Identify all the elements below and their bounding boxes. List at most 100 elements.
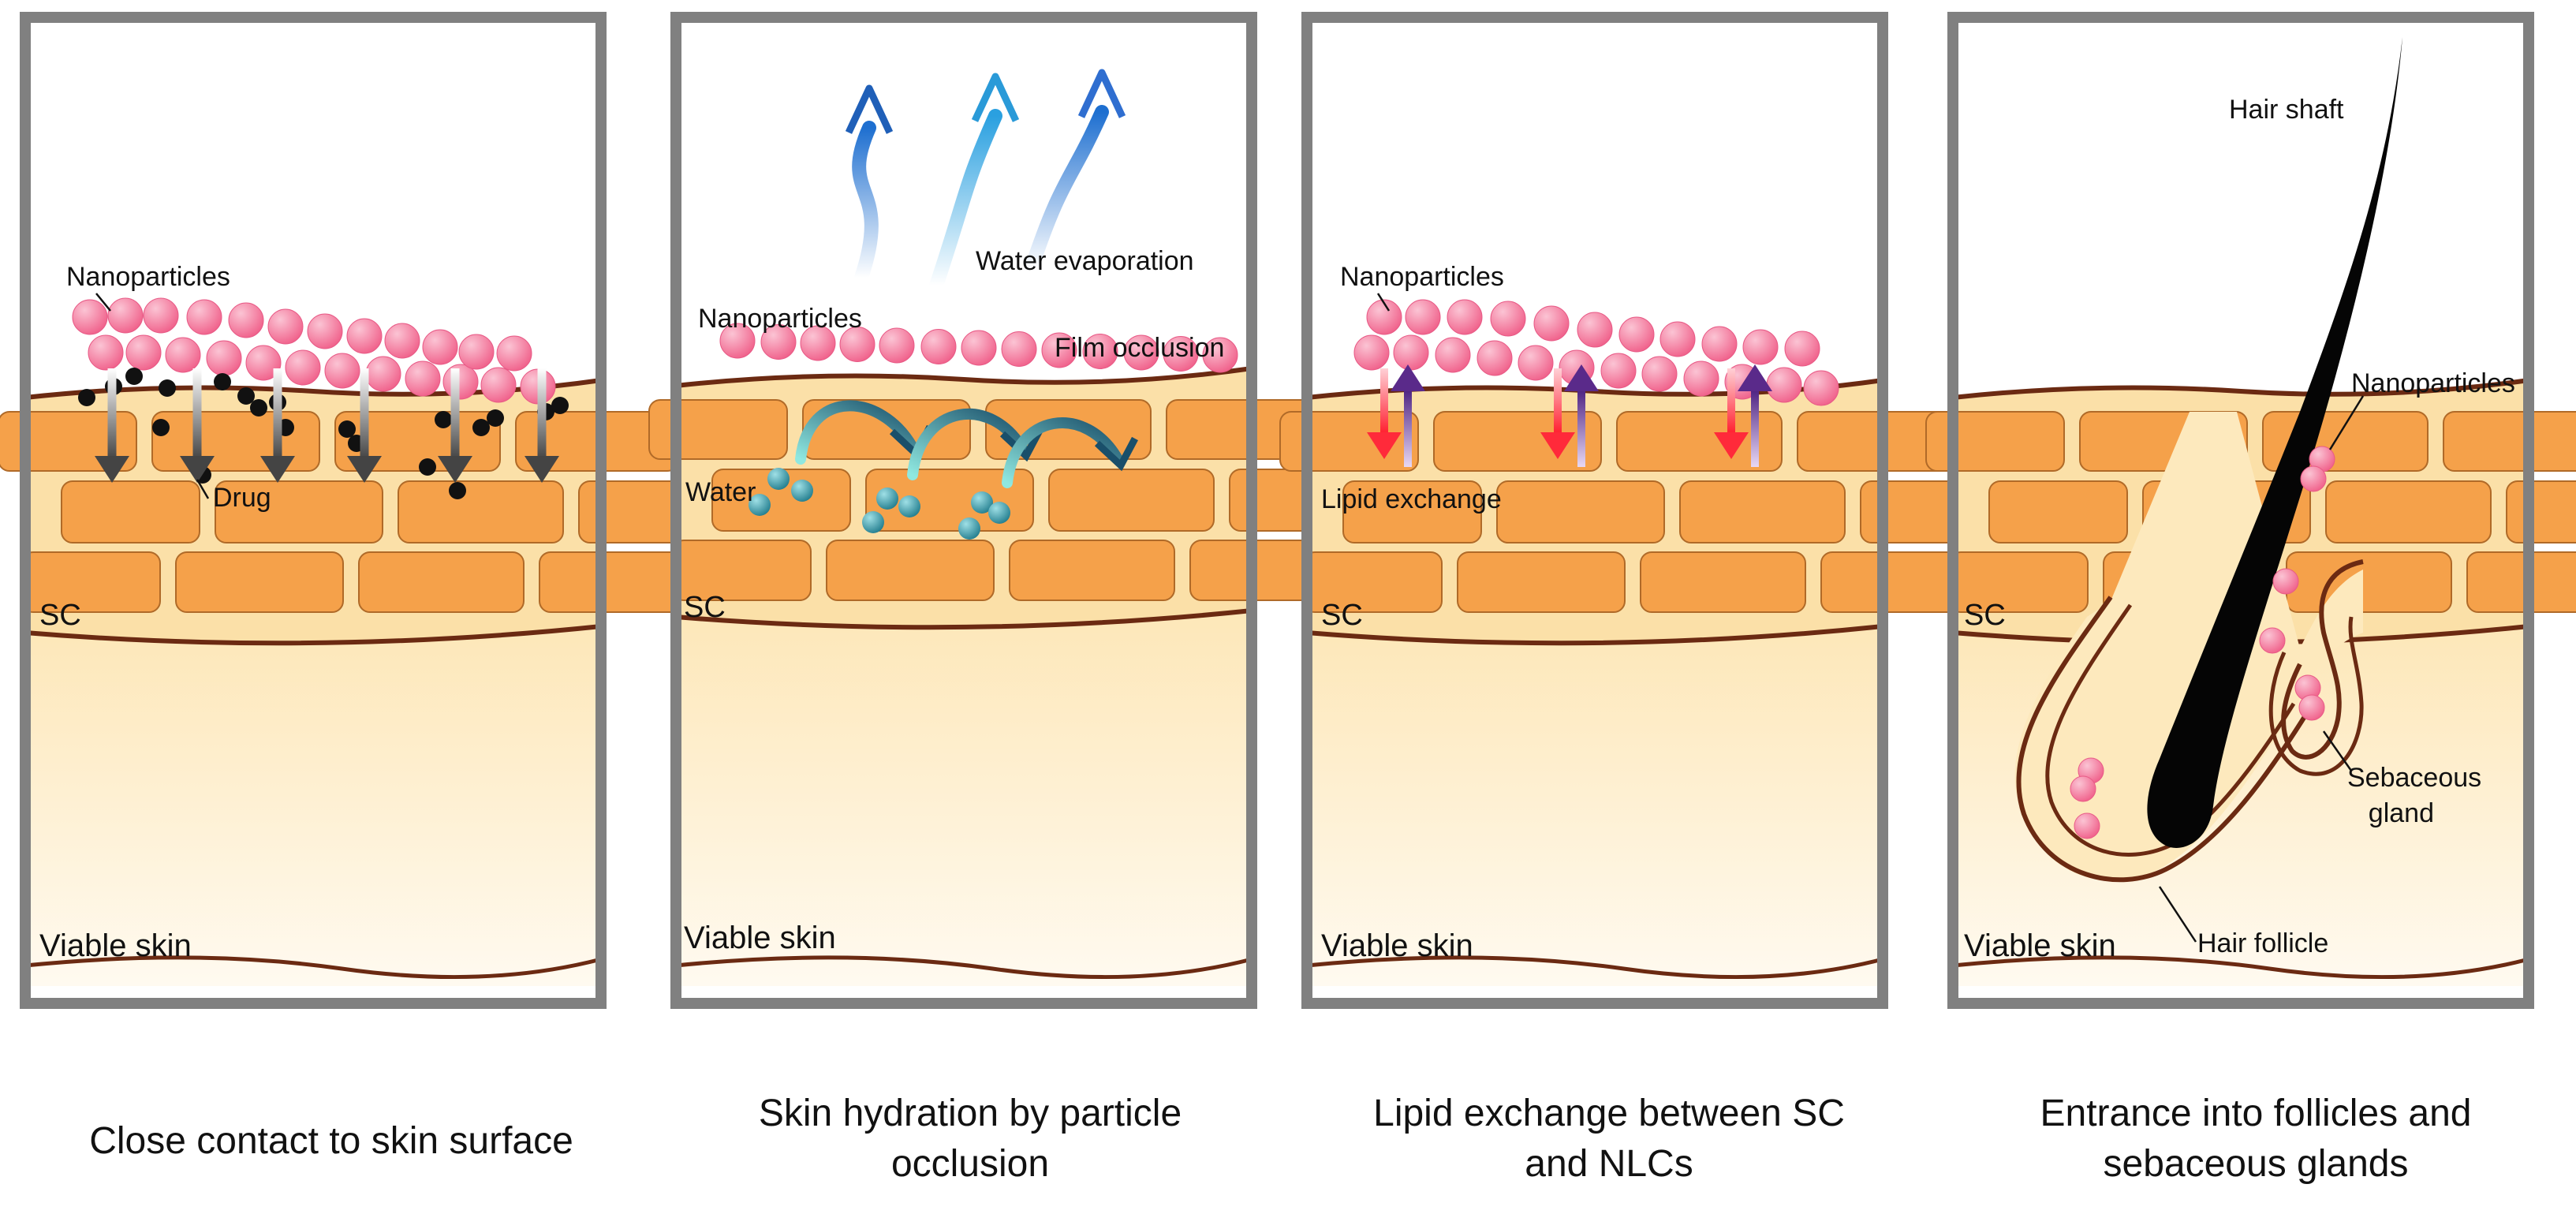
nanoparticle	[879, 327, 915, 364]
drug-molecule	[435, 411, 452, 428]
nanoparticle	[1742, 329, 1779, 365]
drug-molecule	[472, 419, 490, 436]
nanoparticle	[1683, 360, 1719, 397]
corneocyte-cell	[1457, 551, 1626, 613]
viable-skin-label: Viable skin	[1321, 928, 1473, 963]
arrow-shaft	[1727, 368, 1735, 435]
arrow-head	[347, 456, 382, 483]
nanoparticle	[496, 335, 532, 372]
nanoparticle	[346, 318, 383, 354]
arrow-shaft	[273, 368, 282, 459]
nanoparticle	[1366, 299, 1402, 335]
sc-label: SC	[1964, 599, 2006, 632]
leader-line	[2158, 886, 2197, 943]
evaporation-arrow	[929, 109, 1002, 293]
water-label: Water	[685, 477, 756, 507]
corneocyte-cell	[175, 551, 344, 613]
nanoparticle	[1163, 336, 1199, 372]
nanoparticle	[384, 323, 420, 359]
nanoparticle	[1393, 334, 1429, 371]
nanoparticle	[206, 340, 242, 376]
corneocyte-cell	[2506, 480, 2576, 543]
nanoparticles-label: Nanoparticles	[1340, 262, 1504, 292]
corneocyte-cell	[1925, 411, 2065, 472]
water-evaporation-label: Water evaporation	[976, 246, 1194, 276]
evaporation-arrowhead	[1077, 69, 1126, 118]
corneocyte-cell	[2286, 551, 2452, 613]
arrow-shaft	[360, 368, 369, 459]
nanoparticle	[1701, 326, 1738, 362]
evaporation-arrow	[852, 121, 879, 285]
evaporation-arrowhead	[845, 84, 894, 134]
arrow-head	[1540, 432, 1575, 459]
nanoparticle	[719, 323, 756, 359]
water-arrow	[1002, 417, 1123, 488]
nanoparticle	[458, 334, 495, 370]
nanoparticle	[1577, 312, 1613, 348]
nanoparticle	[920, 329, 957, 364]
dermis-line	[24, 955, 602, 980]
water-molecule	[749, 494, 771, 516]
arrow-head	[260, 456, 295, 483]
arrow-head	[1391, 364, 1425, 391]
caption-line: sebaceous glands	[2103, 1143, 2409, 1185]
nanoparticle	[88, 334, 124, 371]
sebaceous-gland-inner	[2268, 616, 2364, 776]
sc-boundary-line	[675, 608, 1253, 630]
skin-surface-line	[1952, 378, 2529, 400]
nanoparticle	[1803, 370, 1839, 406]
nanoparticle	[1041, 332, 1077, 368]
nanoparticle	[2074, 812, 2100, 839]
arrow-shaft	[537, 368, 547, 459]
caption-line: Close contact to skin surface	[89, 1120, 573, 1162]
caption-line: Skin hydration by particle	[758, 1093, 1182, 1134]
water-molecule	[876, 487, 898, 510]
skin-surface-line	[675, 366, 1253, 388]
nanoparticle	[1447, 299, 1483, 335]
arrow-shaft	[450, 368, 460, 459]
nanoparticle	[307, 313, 343, 349]
sc-boundary-line	[24, 624, 602, 646]
drug-molecule	[338, 420, 356, 438]
follicle-region	[2014, 412, 2363, 882]
corneocyte-cell	[1279, 411, 1419, 472]
nanoparticle	[800, 325, 836, 361]
dermis-line	[1306, 955, 1883, 980]
corneocyte-cell	[1342, 480, 1482, 543]
caption-line: Entrance into follicles and	[2040, 1093, 2472, 1134]
corneocyte-cell	[398, 480, 564, 543]
viable-skin-label: Viable skin	[39, 928, 192, 963]
panel-frame	[670, 12, 1257, 1009]
caption-line: occlusion	[890, 1143, 1050, 1185]
nanoparticle	[1659, 321, 1696, 357]
viable-skin-label: Viable skin	[1964, 928, 2116, 963]
nanoparticle	[442, 364, 479, 400]
arrow-shaft	[107, 368, 117, 459]
hair-shaft	[2147, 37, 2402, 848]
sc-label: SC	[1321, 599, 1363, 632]
corneocyte-cell	[1679, 480, 1846, 543]
viable-skin-label: Viable skin	[684, 921, 836, 955]
leader-line	[1376, 293, 1391, 312]
nanoparticle	[839, 327, 875, 362]
corneocyte-cell	[215, 480, 383, 543]
corneocyte-cell	[802, 399, 971, 460]
nanoparticle	[1518, 345, 1554, 381]
panel-frame	[20, 12, 607, 1009]
hair-follicle-label: Hair follicle	[2197, 928, 2328, 958]
drug-molecule	[487, 409, 504, 427]
corneocyte-cell	[151, 411, 320, 472]
sebaceous-gland-outer	[2281, 559, 2364, 760]
water-molecule	[791, 480, 813, 502]
arrow-shaft	[192, 368, 202, 459]
evaporation-arrow	[1024, 105, 1109, 277]
nanoparticle	[1123, 334, 1159, 371]
water-arrowhead	[1094, 436, 1138, 472]
drug-molecule	[551, 397, 569, 414]
corneocyte-cell	[61, 480, 200, 543]
corneocyte-cell	[2466, 551, 2576, 613]
water-arrowhead	[999, 427, 1043, 462]
